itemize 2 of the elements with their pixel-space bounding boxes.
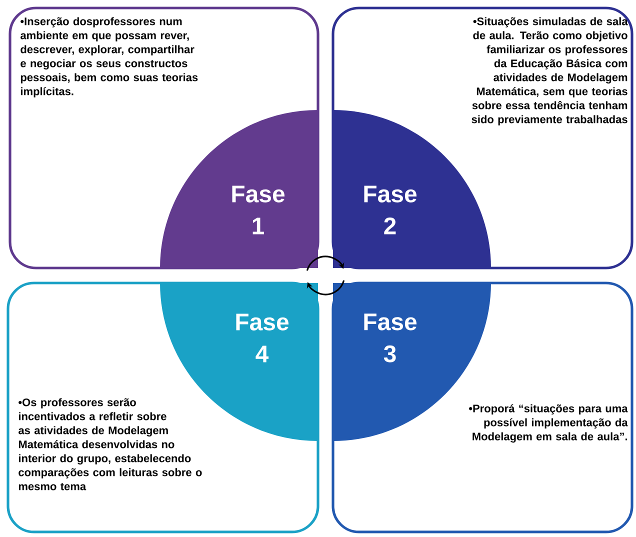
circular-arrow (306, 256, 344, 271)
circular-arrow (306, 280, 345, 296)
